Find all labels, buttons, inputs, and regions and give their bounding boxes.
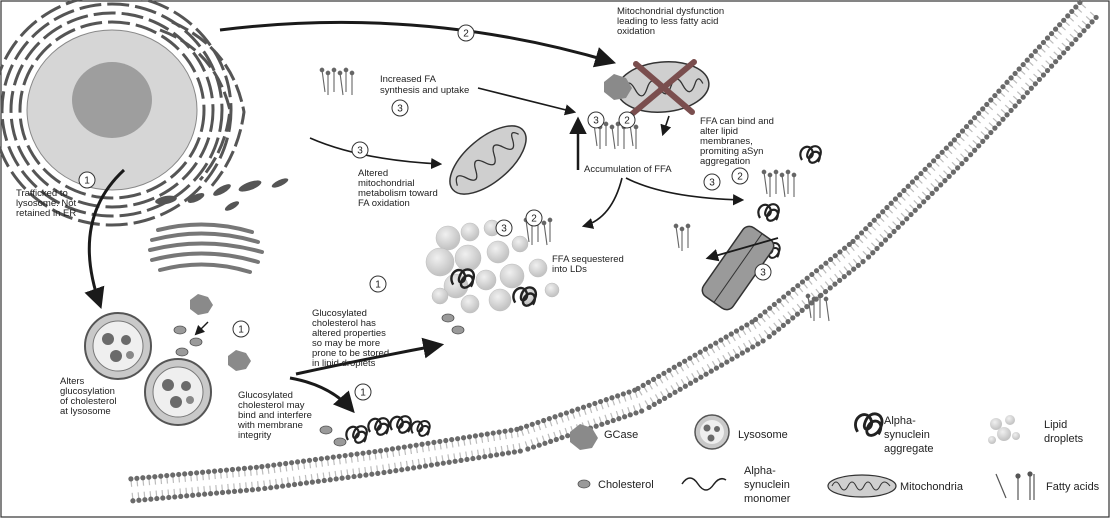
step-marker-3: 3 [704,174,720,190]
arrow-mito-down [663,116,669,134]
legend-aggregate-glyph [855,414,882,436]
step-marker-2: 2 [619,112,635,128]
arrow-gcase-chol [196,322,208,334]
legend-mitochondria-icon [828,475,896,497]
svg-text:2: 2 [737,172,743,183]
legend-monomer-icon [682,478,726,490]
arrow-to-lds [584,178,622,226]
gcase-near-lysosome-2 [228,350,251,371]
step-marker-3: 3 [352,142,368,158]
legend: GCase Lysosome Alpha- synuclein aggregat… [570,414,1100,505]
step-marker-3: 3 [392,100,408,116]
aggregate-lower-4 [411,421,429,436]
arrow-altered-mito [310,138,440,164]
arrow-to-membrane [626,178,742,200]
aggregate-lower-2 [368,418,388,435]
svg-text:3: 3 [593,116,599,127]
legend-fatty-acids-icon [996,472,1034,500]
lysosome-upper [85,313,151,379]
fa-cluster-membrane [762,170,796,197]
legend-lysosome-icon [695,415,729,449]
arrow-increased-fa [478,88,574,112]
step-marker-3: 3 [588,112,604,128]
svg-text:1: 1 [360,388,366,399]
aggregate-membrane-2 [758,204,778,221]
fa-cluster-cell [320,68,354,95]
nucleus [72,62,152,138]
legend-gcase-icon [570,424,598,450]
aggregate-membrane-1 [800,146,820,163]
lysosome-lower [145,359,211,425]
lipid-droplets-cluster [426,220,559,313]
legend-droplets-icon [988,415,1020,444]
step-marker-1: 1 [79,172,95,188]
step-marker-2: 2 [458,25,474,41]
fa-cluster-membrane-2 [674,224,690,251]
aggregate-lower-3 [390,416,410,433]
step-marker-2: 2 [526,210,542,226]
step-marker-1: 1 [233,321,249,337]
gcase-near-lysosome [190,294,213,315]
svg-text:3: 3 [501,224,507,235]
legend-cholesterol-label: Cholesterol [598,479,654,491]
legend-cholesterol-icon [578,480,590,488]
legend-mitochondria-label: Mitochondria [900,481,964,493]
legend-fatty-acids-label: Fatty acids [1046,481,1100,493]
label-accumulation: Accumulation of FFA [584,164,672,175]
legend-aggregate-icon [855,414,882,436]
svg-text:1: 1 [238,325,244,336]
legend-lysosome-label: Lysosome [738,429,788,441]
svg-text:3: 3 [709,178,715,189]
step-marker-2: 2 [732,168,748,184]
step-marker-1: 1 [370,276,386,292]
svg-text:2: 2 [463,29,469,40]
svg-text:1: 1 [375,280,381,291]
golgi [150,224,262,272]
legend-aggregate-label: Alpha- synuclein aggregate [884,415,934,455]
step-marker-3: 3 [496,220,512,236]
aggregate-lower-1 [346,426,366,443]
mitochondrion-healthy [439,114,538,207]
legend-gcase-label: GCase [604,429,638,441]
svg-text:3: 3 [760,268,766,279]
arrow-2-to-mito [220,22,612,62]
legend-monomer-label: Alpha- synuclein monomer [744,465,793,505]
svg-text:3: 3 [357,146,363,157]
svg-text:3: 3 [397,104,403,115]
svg-text:2: 2 [624,116,630,127]
step-marker-3: 3 [755,264,771,280]
legend-droplets-label: Lipid droplets [1044,419,1084,445]
step-marker-1: 1 [355,384,371,400]
svg-text:2: 2 [531,214,537,225]
svg-text:1: 1 [84,176,90,187]
